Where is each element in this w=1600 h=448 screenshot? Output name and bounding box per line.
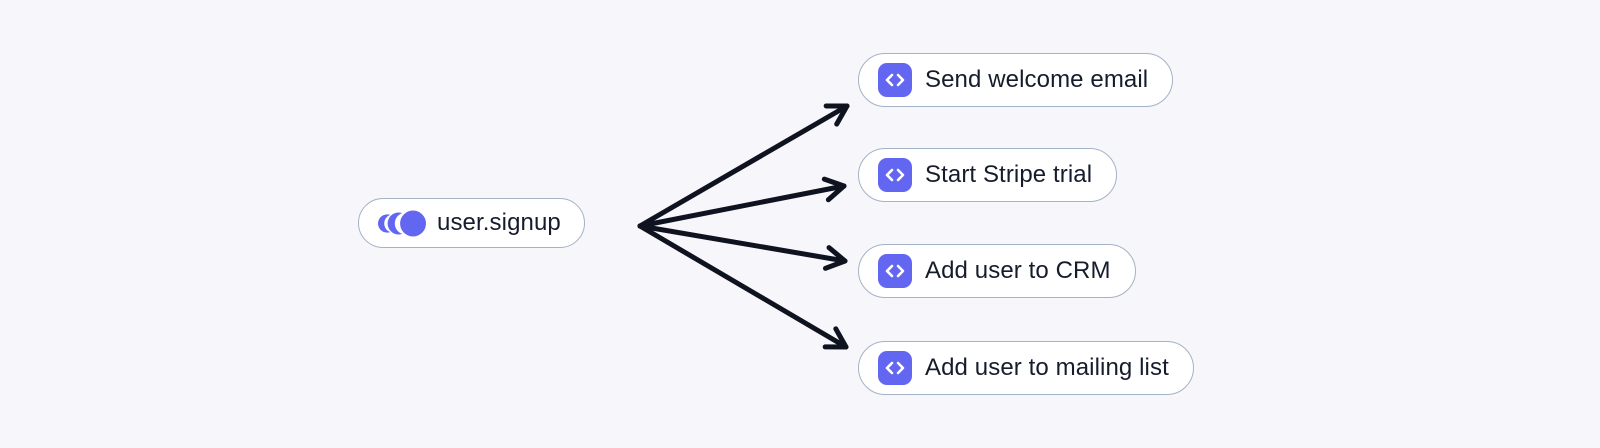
code-icon — [878, 63, 912, 97]
function-node-label: Start Stripe trial — [925, 161, 1093, 188]
function-node-label: Add user to CRM — [925, 257, 1111, 284]
edge-user-signup-to-add-user-to-mailing-list — [637, 223, 849, 350]
function-node-label: Add user to mailing list — [925, 354, 1169, 381]
event-node-user-signup[interactable]: user.signup — [358, 198, 585, 248]
edge-user-signup-to-add-user-to-crm — [637, 223, 848, 271]
function-node-label: Send welcome email — [925, 66, 1149, 93]
function-node-add-user-to-mailing-list[interactable]: Add user to mailing list — [858, 341, 1194, 395]
event-node-label: user.signup — [437, 209, 561, 236]
event-pulse-icon — [378, 210, 426, 236]
function-node-add-user-to-crm[interactable]: Add user to CRM — [858, 244, 1136, 298]
code-icon — [878, 158, 912, 192]
code-icon — [878, 351, 912, 385]
code-icon — [878, 254, 912, 288]
function-node-start-stripe-trial[interactable]: Start Stripe trial — [858, 148, 1118, 202]
edge-user-signup-to-start-stripe-trial — [637, 176, 847, 229]
edge-user-signup-to-send-welcome-email — [637, 103, 850, 229]
function-node-send-welcome-email[interactable]: Send welcome email — [858, 53, 1174, 107]
